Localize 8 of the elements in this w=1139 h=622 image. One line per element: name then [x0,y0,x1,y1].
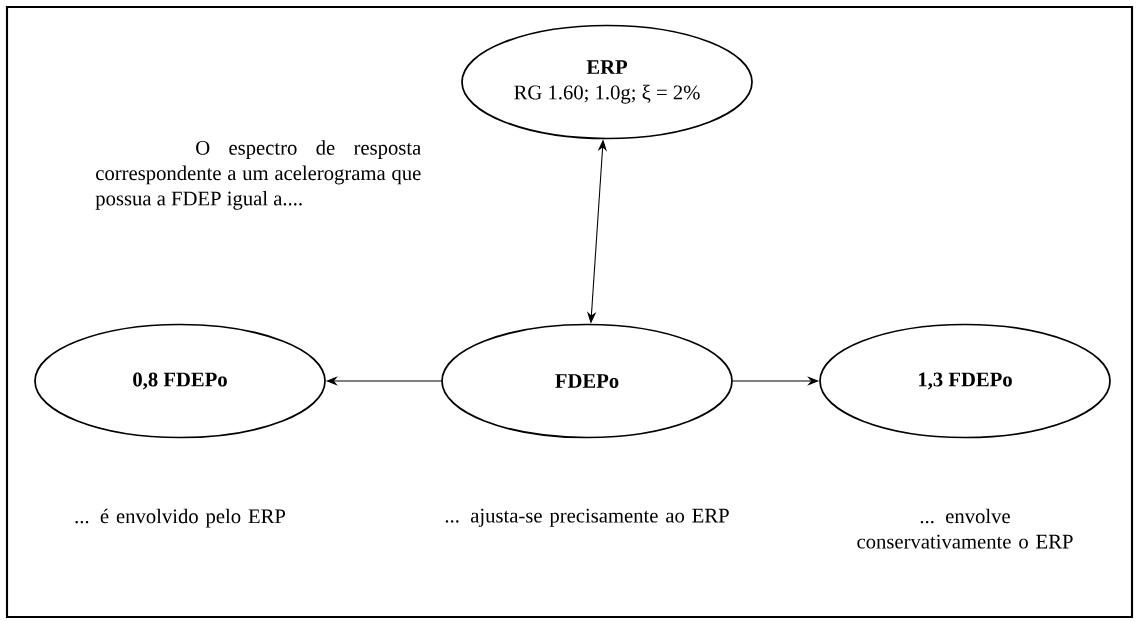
paragraph-text: O espectro de resposta correspondente a um acelerograma que possua a FDEP igual a.... [95,140,421,210]
ellipse-node: 0,8 FDEPo [34,323,326,439]
ellipse-node: FDEPo [441,323,733,439]
ellipse-node: ERP RG 1.60; 1.0g; ξ = 2% [461,24,753,140]
caption-text: ... é envolvido pelo ERP [75,508,286,528]
ellipse-node: 1,3 FDEPo [819,323,1111,439]
caption-text: ... ajusta-se precisamente ao ERP [445,508,729,527]
caption-text: ... envolve conservativamente o ERP [857,508,1073,549]
